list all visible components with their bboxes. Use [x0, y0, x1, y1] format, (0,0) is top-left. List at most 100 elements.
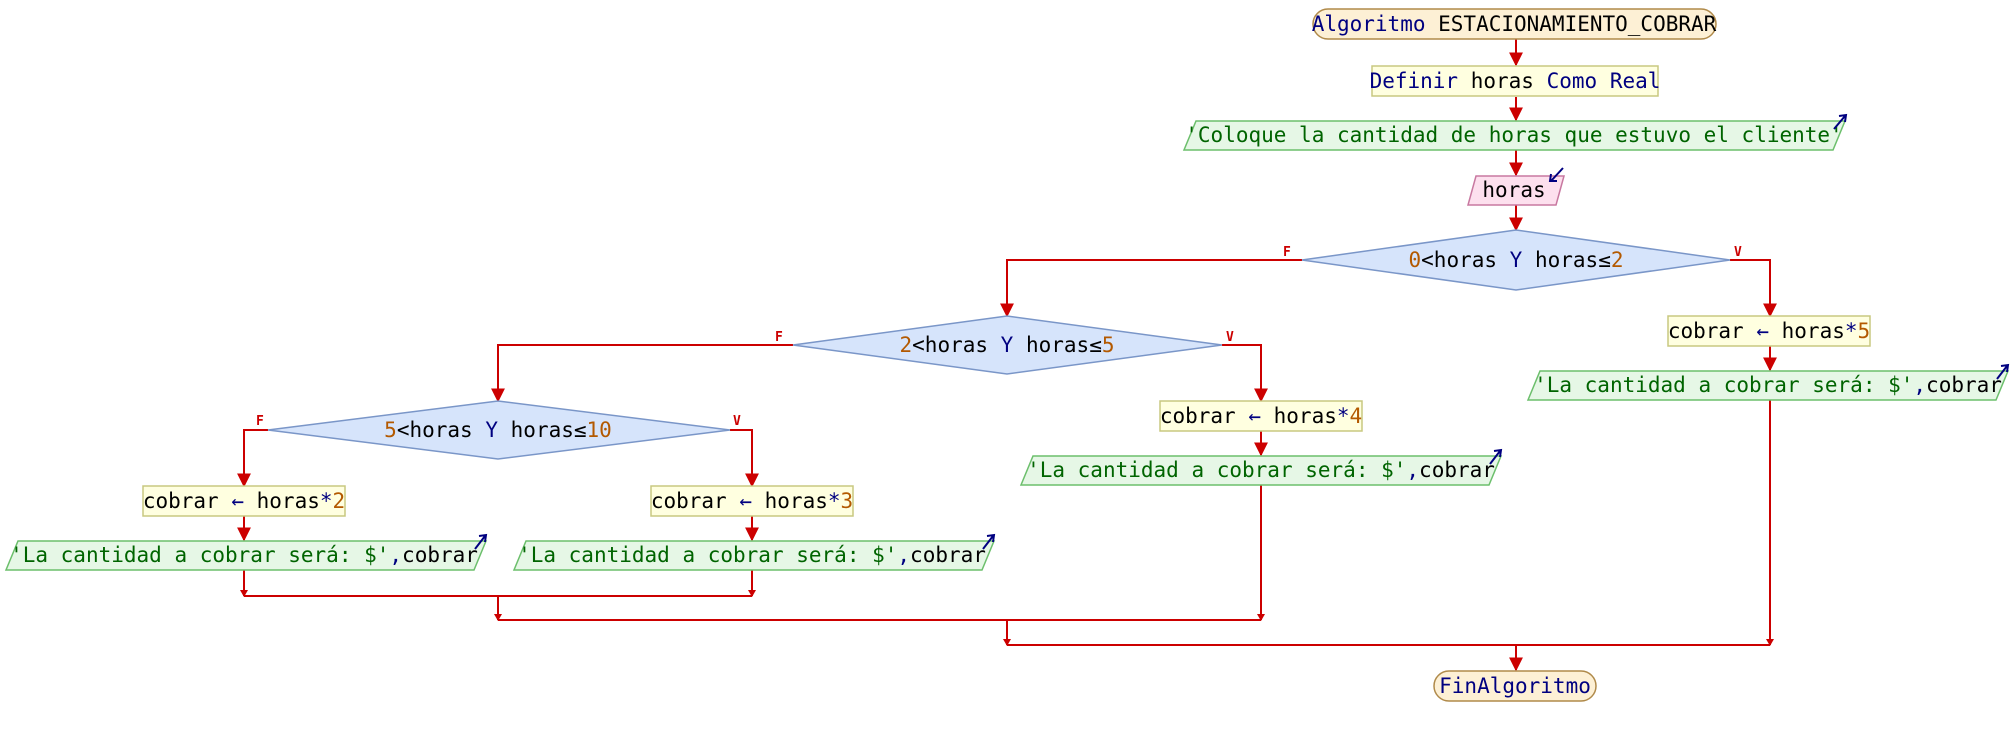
output-result-cond3-true: 'La cantidad a cobrar será: $',cobrar: [512, 533, 996, 571]
merge-arrowhead: [240, 590, 248, 597]
flag-true-cond3: V: [733, 414, 741, 429]
end-terminal: FinAlgoritmo: [1433, 670, 1597, 702]
assign-arrow: ←: [1248, 404, 1261, 428]
cond3-text: 5<horas Y horas≤10: [384, 418, 612, 442]
prompt-output: 'Coloque la cantidad de horas que estuvo…: [1182, 113, 1848, 151]
output-shape: [512, 540, 996, 571]
output-string: 'La cantidad a cobrar será: $': [1534, 373, 1913, 397]
merge-arrowhead: [494, 614, 502, 621]
process-shape: [1371, 65, 1659, 97]
cond1-right-num: 2: [1611, 248, 1624, 272]
cond1-right-op: ≤: [1598, 248, 1611, 272]
assign-arrow: ←: [231, 489, 244, 513]
assign-text: cobrar ← horas*2: [143, 489, 345, 513]
process-shape: [1667, 315, 1871, 347]
merge-arrowhead: [1766, 639, 1774, 646]
output-result-text: 'La cantidad a cobrar será: $',cobrar: [1534, 373, 2002, 397]
assign-var: horas: [257, 489, 320, 513]
branch-flags: F V F V F V: [256, 245, 1742, 429]
input-shape: [1467, 175, 1565, 206]
define-como: Como: [1547, 69, 1598, 93]
cond1-var2: horas: [1535, 248, 1598, 272]
output-var: cobrar: [1926, 373, 2002, 397]
define-type: Real: [1610, 69, 1661, 93]
output-sep: ,: [1406, 458, 1419, 482]
decision-cond1: 0<horas Y horas≤2: [1301, 229, 1731, 291]
connectors: [237, 39, 1777, 672]
cond1-true-branch: [1730, 259, 1777, 318]
start-terminal: Algoritmo ESTACIONAMIENTO_COBRAR: [1312, 8, 1717, 40]
decision-shape: [267, 400, 731, 460]
assign-horas-4: cobrar ← horas*4: [1159, 400, 1363, 432]
assign-var: horas: [1782, 319, 1845, 343]
start-label: Algoritmo ESTACIONAMIENTO_COBRAR: [1312, 12, 1717, 36]
merge-arrowhead: [1257, 614, 1265, 621]
terminal-shape: [1312, 8, 1717, 40]
cond3-right-num: 10: [587, 418, 612, 442]
cond3-var2: horas: [511, 418, 574, 442]
process-shape: [1159, 400, 1363, 432]
cond2-var1: horas: [925, 333, 988, 357]
assign-horas-2: cobrar ← horas*2: [142, 485, 346, 517]
assign-text: cobrar ← horas*3: [651, 489, 853, 513]
assign-op: *: [1845, 319, 1858, 343]
assign-var: horas: [765, 489, 828, 513]
assign-factor: 4: [1350, 404, 1363, 428]
assign-op: *: [1337, 404, 1350, 428]
output-string: 'La cantidad a cobrar será: $': [1027, 458, 1406, 482]
output-result-text: 'La cantidad a cobrar será: $',cobrar: [10, 543, 478, 567]
flag-false-cond2: F: [775, 330, 783, 345]
cond3-left-num: 5: [384, 418, 397, 442]
cond1-left-num: 0: [1408, 248, 1421, 272]
assign-target: cobrar: [143, 489, 219, 513]
assign-target: cobrar: [1160, 404, 1236, 428]
algorithm-name: ESTACIONAMIENTO_COBRAR: [1438, 12, 1717, 36]
cond2-text: 2<horas Y horas≤5: [899, 333, 1114, 357]
flag-true-cond1: V: [1734, 245, 1742, 260]
decision-shape: [792, 315, 1223, 375]
prompt-text: 'Coloque la cantidad de horas que estuvo…: [1185, 123, 1842, 147]
assign-target: cobrar: [651, 489, 727, 513]
cond3-right-op: ≤: [574, 418, 587, 442]
output-sep: ,: [897, 543, 910, 567]
output-sep: ,: [389, 543, 402, 567]
output-sep: ,: [1913, 373, 1926, 397]
flag-false-cond1: F: [1283, 245, 1291, 260]
output-var: cobrar: [1419, 458, 1495, 482]
output-arrow-icon: [1833, 113, 1848, 130]
assign-arrow: ←: [1756, 319, 1769, 343]
cond3-and: Y: [485, 418, 498, 442]
output-var: cobrar: [910, 543, 986, 567]
assign-var: horas: [1274, 404, 1337, 428]
cond2-and: Y: [1001, 333, 1014, 357]
cond1-var1: horas: [1434, 248, 1497, 272]
output-arrow-icon: [1489, 448, 1503, 465]
cond1-left-op: <: [1421, 248, 1434, 272]
cond2-true-branch: [1222, 344, 1268, 403]
output-shape: [4, 540, 488, 571]
output-arrow-icon: [474, 533, 488, 550]
assign-op: *: [320, 489, 333, 513]
cond3-true-branch: [730, 429, 759, 488]
cond2-left-op: <: [912, 333, 925, 357]
output-result-cond1: 'La cantidad a cobrar será: $',cobrar: [1526, 363, 2010, 401]
terminal-shape: [1433, 670, 1597, 702]
assign-target: cobrar: [1668, 319, 1744, 343]
assign-factor: 3: [841, 489, 854, 513]
decision-cond3: 5<horas Y horas≤10: [267, 400, 731, 460]
cond1-false-branch: [1000, 259, 1302, 318]
process-shape: [650, 485, 854, 517]
decision-shape: [1301, 229, 1731, 291]
assign-horas-3: cobrar ← horas*3: [650, 485, 854, 517]
output-result-text: 'La cantidad a cobrar será: $',cobrar: [518, 543, 986, 567]
merge-arrowhead: [1003, 639, 1011, 646]
input-var: horas: [1482, 178, 1545, 202]
cond2-var2: horas: [1026, 333, 1089, 357]
input-arrow-icon: [1548, 167, 1564, 182]
output-arrow-icon: [1996, 363, 2010, 380]
flag-false-cond3: F: [256, 414, 264, 429]
output-string: 'La cantidad a cobrar será: $': [10, 543, 389, 567]
decision-cond2: 2<horas Y horas≤5: [792, 315, 1223, 375]
end-label: FinAlgoritmo: [1439, 674, 1591, 698]
